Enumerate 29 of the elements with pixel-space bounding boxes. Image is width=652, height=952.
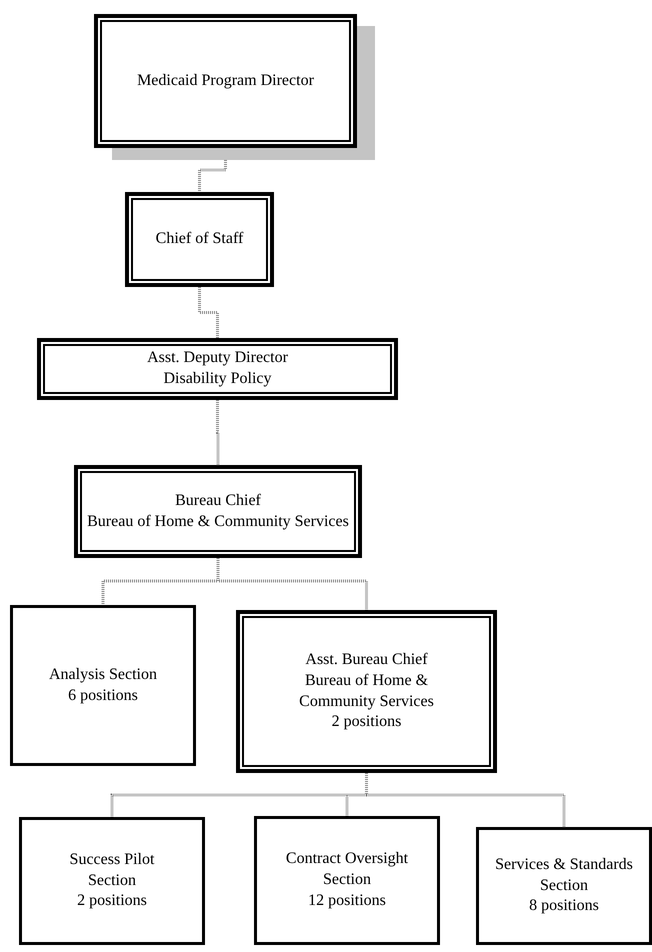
box-text: 2 positions [332, 712, 402, 732]
box-text: 2 positions [77, 891, 147, 912]
org-box [19, 817, 205, 945]
connector-line [216, 558, 368, 610]
box-title: Medicaid Program Director [137, 70, 314, 91]
box-title: Bureau Chief [175, 490, 261, 511]
org-box [236, 610, 497, 773]
box-title: Success Pilot Section [68, 850, 156, 891]
connector-line [365, 773, 566, 827]
org-box [74, 465, 362, 558]
box-text: Bureau of Home & Community Services [87, 512, 349, 532]
box-text: 8 positions [529, 896, 599, 916]
org-box [254, 816, 440, 945]
org-box [10, 605, 196, 766]
box-text: 12 positions [308, 890, 386, 911]
connector-line [216, 400, 220, 465]
box-title: Services & Standards Section [494, 854, 634, 896]
box-title: Asst. Deputy Director [147, 348, 288, 368]
box-text: Bureau of Home & Community Services [298, 670, 435, 712]
box-title: Analysis Section [49, 664, 157, 685]
org-box [125, 192, 274, 287]
box-title: Chief of Staff [156, 229, 244, 250]
box-title: Asst. Bureau Chief [305, 650, 428, 670]
box-text: 6 positions [68, 686, 138, 706]
box-text: Disability Policy [164, 369, 272, 389]
box-title: Contract Oversight Section [284, 849, 410, 890]
connector-line [198, 287, 219, 338]
org-box [476, 827, 652, 945]
org-box [37, 338, 398, 400]
